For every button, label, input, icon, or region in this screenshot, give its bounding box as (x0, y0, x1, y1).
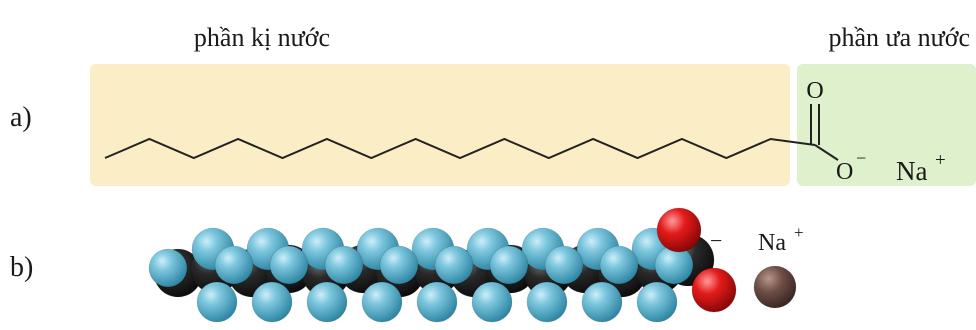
hydrogen-atom (214, 245, 254, 285)
carboxylate-single-bond (814, 144, 839, 161)
hydrophilic-region (797, 64, 976, 186)
part-a-label: a) (10, 102, 32, 133)
hydrogen-atom (416, 281, 458, 323)
carbonyl-oxygen-symbol: O (806, 78, 823, 104)
space-filling-charge-minus: − (710, 228, 722, 253)
hydrophobic-region (90, 64, 790, 186)
hydrogen-atom (526, 281, 568, 323)
hydrophilic-label: phần ưa nước (828, 23, 970, 52)
hydrogen-atom (544, 245, 584, 285)
space-filling-model: − Na + (148, 207, 804, 323)
sodium-cation-symbol: Na (896, 156, 927, 186)
hydrogen-atom (196, 281, 238, 323)
hydrogen-atom (324, 245, 364, 285)
hydrogen-atom (471, 281, 513, 323)
carboxylate-charge-minus: − (856, 148, 866, 168)
hydrogen-atom (599, 245, 639, 285)
space-filling-sodium-symbol: Na (758, 230, 786, 256)
sodium-ion-sphere (753, 265, 797, 309)
oxygen-atom (656, 207, 702, 253)
carboxylate-oxygen-symbol: O (836, 159, 853, 185)
skeletal-formula: O O − Na + (104, 78, 946, 186)
hydrogen-atom (636, 281, 678, 323)
hydrogen-atom (361, 281, 403, 323)
hydrogen-atom (251, 281, 293, 323)
hydrogen-atom (489, 245, 529, 285)
oxygen-atom (691, 267, 737, 313)
hydrogen-atom (434, 245, 474, 285)
hydrogen-atom (581, 281, 623, 323)
hydrogen-atom (269, 245, 309, 285)
hydrophobic-label: phần kị nước (194, 23, 330, 52)
hydrogen-atom (306, 281, 348, 323)
hydrogen-atom (379, 245, 419, 285)
atom-spheres (148, 207, 797, 323)
part-b-label: b) (10, 252, 33, 283)
space-filling-sodium-charge: + (794, 223, 804, 242)
sodium-cation-charge: + (935, 150, 946, 171)
terminal-hydrogen-atom (148, 248, 188, 288)
carbon-chain-zigzag (104, 137, 816, 160)
